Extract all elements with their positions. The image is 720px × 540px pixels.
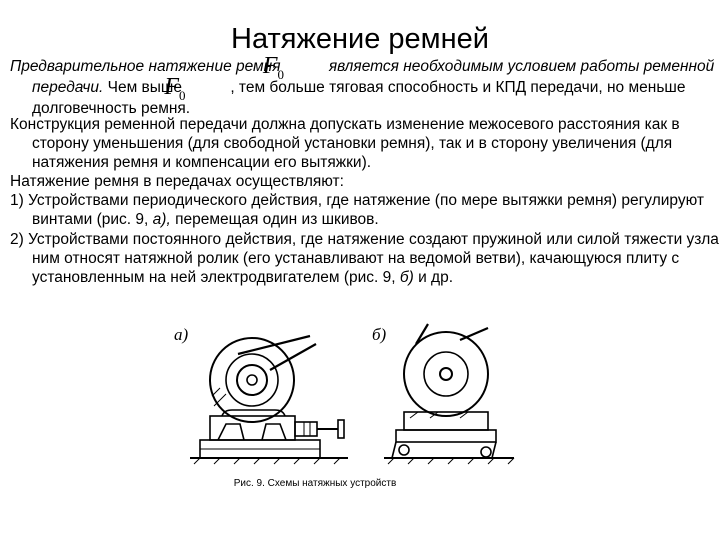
figure-label-a: а)	[174, 325, 189, 344]
higher-text: Чем выше	[107, 78, 182, 96]
pretension-condition-text: является необходимым условием работы рем…	[32, 58, 715, 96]
formula-f0-inline: F0	[164, 73, 186, 103]
formula-f0: F0	[262, 53, 284, 82]
traction-text: , тем больше тяговая способность и КПД п…	[32, 78, 686, 117]
figure-label-b: б)	[372, 325, 387, 344]
tensioning-devices-figure: а) б)	[174, 323, 515, 465]
paragraph-periodic-devices: 1) Устройствами периодического действия,…	[10, 192, 704, 228]
paragraph-constant-devices: 2) Устройствами постоянного действия, гд…	[10, 231, 720, 286]
pretension-text: Предварительное натяжение ремня	[10, 58, 281, 75]
slide-title: Натяжение ремней	[231, 23, 489, 55]
figure-caption: Рис. 9. Схемы натяжных устройств	[233, 478, 397, 489]
paragraph-methods-intro: Натяжение ремня в передачах осуществляют…	[10, 173, 344, 190]
paragraph-construction: Конструкция ременной передачи должна доп…	[10, 116, 680, 171]
